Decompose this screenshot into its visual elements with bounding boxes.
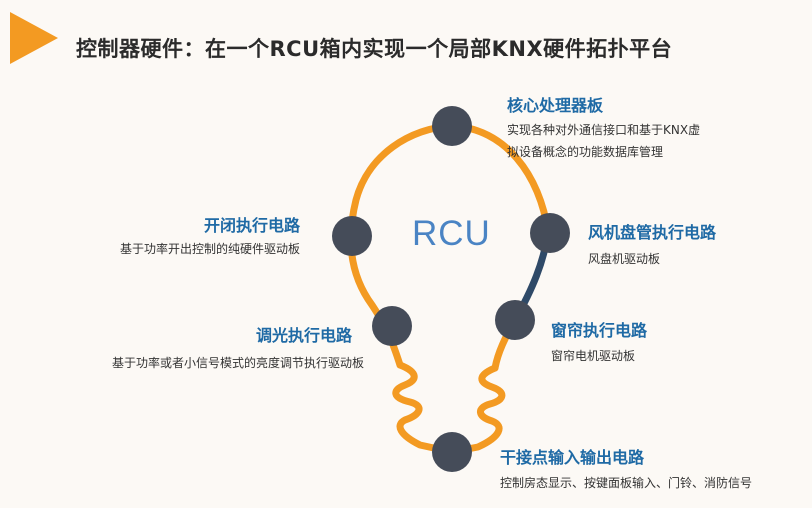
bulb-coil-right: [448, 364, 506, 456]
dimmer-desc: 基于功率或者小信号模式的亮度调节执行驱动板: [111, 356, 364, 370]
fan-desc: 风盘机驱动板: [588, 252, 661, 266]
title-arrow-icon: [10, 12, 58, 64]
curtain-desc: 窗帘电机驱动板: [551, 349, 636, 363]
node-core: [432, 106, 472, 146]
core-title: 核心处理器板: [507, 96, 604, 115]
dry-contact-title: 干接点输入输出电路: [500, 448, 645, 467]
node-curtain: [495, 300, 535, 340]
curtain-title: 窗帘执行电路: [551, 321, 648, 340]
core-desc-line2: 拟设备概念的功能数据库管理: [507, 145, 664, 159]
rcu-center-label: RCU: [412, 214, 491, 253]
dimmer-title: 调光执行电路: [255, 326, 352, 345]
fan-title: 风机盘管执行电路: [588, 223, 717, 242]
node-switch: [332, 216, 372, 256]
page-title: 控制器硬件：在一个RCU箱内实现一个局部KNX硬件拓扑平台: [76, 37, 673, 61]
switch-title: 开闭执行电路: [203, 216, 300, 235]
bulb-coil-left: [392, 361, 456, 456]
dry-contact-desc: 控制房态显示、按键面板输入、门铃、消防信号: [500, 476, 753, 490]
node-dimmer: [372, 306, 412, 346]
node-fan: [530, 213, 570, 253]
node-dry-contact: [432, 432, 472, 472]
switch-desc: 基于功率开出控制的纯硬件驱动板: [119, 242, 300, 256]
core-desc-line1: 实现各种对外通信接口和基于KNX虚: [507, 123, 701, 137]
